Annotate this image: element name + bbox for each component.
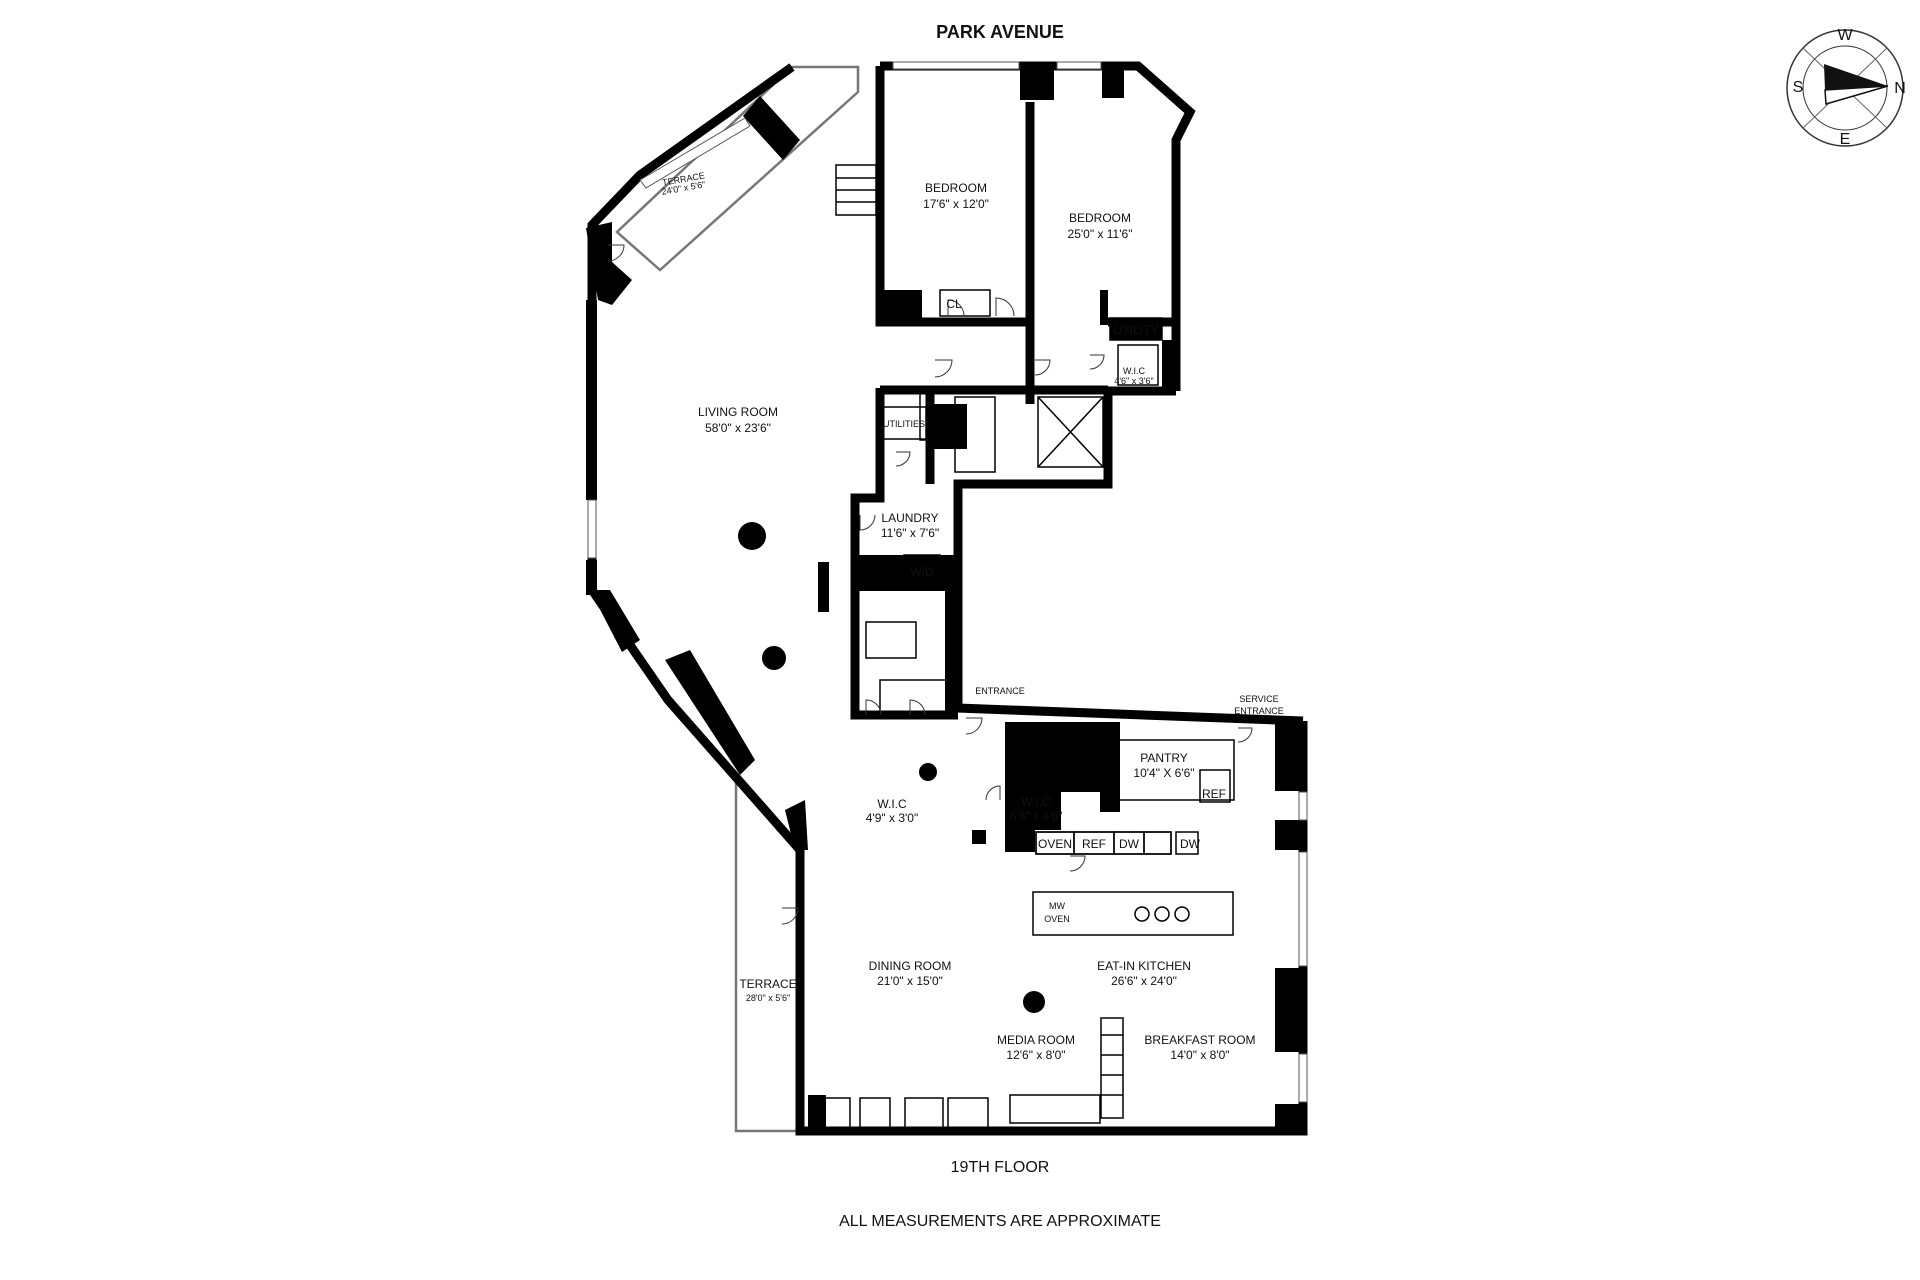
compass-rose: N S W E bbox=[1786, 27, 1906, 148]
microwave-label: MW bbox=[1049, 901, 1065, 911]
room-size: 11'6" x 7'6" bbox=[881, 526, 939, 540]
room-size: 14'0" x 8'0" bbox=[1170, 1048, 1229, 1062]
room-label-breakfast-room: BREAKFAST ROOM 14'0" x 8'0" bbox=[1144, 1033, 1255, 1062]
room-name: BEDROOM bbox=[925, 181, 987, 195]
terrace-top-outline bbox=[615, 65, 860, 272]
room-name: TERRACE bbox=[739, 977, 796, 991]
compass-east: E bbox=[1840, 131, 1851, 148]
room-size: 58'0" x 23'6" bbox=[705, 421, 771, 435]
room-size: 6'6" x 4'6" bbox=[1010, 809, 1062, 823]
closet-label: CL bbox=[946, 297, 962, 311]
room-name: MEDIA ROOM bbox=[997, 1033, 1075, 1047]
room-size: 12'6" x 8'0" bbox=[1006, 1048, 1065, 1062]
room-size: 25'0" x 11'6" bbox=[1068, 227, 1133, 241]
floor-label: 19TH FLOOR bbox=[951, 1159, 1050, 1176]
service-entrance-label-1: SERVICE bbox=[1239, 694, 1278, 704]
room-size: 21'0" x 15'0" bbox=[877, 974, 943, 988]
room-label-laundry: LAUNDRY 11'6" x 7'6" bbox=[881, 511, 939, 540]
room-name: W.I.C bbox=[877, 797, 907, 811]
utilities-label: UTILITIES bbox=[883, 419, 925, 429]
microwave-oven-label: OVEN bbox=[1044, 914, 1070, 924]
room-name: LAUNDRY bbox=[881, 511, 938, 525]
street-label: PARK AVENUE bbox=[936, 22, 1064, 42]
room-label-living-room: LIVING ROOM 58'0" x 23'6" bbox=[698, 405, 778, 435]
compass-south: S bbox=[1793, 79, 1804, 96]
room-name: LIVING ROOM bbox=[698, 405, 778, 419]
room-size: 4'6" x 3'6" bbox=[1114, 376, 1153, 386]
room-label-pantry: PANTRY 10'4" X 6'6" bbox=[1133, 751, 1194, 780]
room-label-wic-center: W.I.C 4'9" x 3'0" bbox=[866, 797, 918, 825]
room-label-dining-room: DINING ROOM 21'0" x 15'0" bbox=[869, 959, 952, 988]
room-size: 26'6" x 24'0" bbox=[1111, 974, 1177, 988]
room-name: BEDROOM bbox=[1069, 211, 1131, 225]
compass-north: N bbox=[1894, 80, 1906, 97]
service-entrance-label-2: ENTRANCE bbox=[1234, 706, 1284, 716]
room-size: 10'4" X 6'6" bbox=[1133, 766, 1194, 780]
room-size: 28'0" x 5'6" bbox=[746, 993, 790, 1003]
windows bbox=[587, 61, 1308, 1103]
room-label-bedroom-1: BEDROOM 17'6" x 12'0" bbox=[923, 181, 989, 211]
kitchen-ref-label: REF bbox=[1082, 837, 1106, 851]
room-label-terrace-side: TERRACE 28'0" x 5'6" bbox=[739, 977, 796, 1003]
pantry-ref-label: REF bbox=[1202, 787, 1226, 801]
columns bbox=[738, 522, 1045, 1013]
compass-needle-icon bbox=[1824, 64, 1888, 90]
disclaimer: ALL MEASUREMENTS ARE APPROXIMATE bbox=[839, 1213, 1161, 1230]
wall-masses bbox=[586, 62, 1307, 1135]
room-name: DINING ROOM bbox=[869, 959, 952, 973]
room-label-wic-entry: W.I.C 6'6" x 4'6" bbox=[1010, 795, 1062, 823]
room-label-wic-bedroom: W.I.C 4'6" x 3'6" bbox=[1114, 366, 1153, 386]
room-name: PANTRY bbox=[1140, 751, 1188, 765]
room-size: 17'6" x 12'0" bbox=[923, 197, 989, 211]
room-name: BREAKFAST ROOM bbox=[1144, 1033, 1255, 1047]
compass-west: W bbox=[1837, 27, 1853, 44]
dishwasher-label-2: DW bbox=[1180, 837, 1201, 851]
washer-dryer-label: W/D bbox=[910, 565, 934, 579]
room-size: 4'9" x 3'0" bbox=[866, 811, 918, 825]
room-label-media-room: MEDIA ROOM 12'6" x 8'0" bbox=[997, 1033, 1075, 1062]
utility-label: UTILITY bbox=[1114, 323, 1159, 337]
room-name: W.I.C bbox=[1123, 366, 1145, 376]
oven-label: OVEN bbox=[1038, 837, 1072, 851]
dishwasher-label-1: DW bbox=[1119, 837, 1140, 851]
room-name: EAT-IN KITCHEN bbox=[1097, 959, 1191, 973]
room-label-bedroom-2: BEDROOM 25'0" x 11'6" bbox=[1068, 211, 1133, 241]
room-name: W.I.C bbox=[1021, 795, 1051, 809]
door-swings bbox=[607, 244, 1253, 925]
room-label-eat-in-kitchen: EAT-IN KITCHEN 26'6" x 24'0" bbox=[1097, 959, 1191, 988]
interior-details bbox=[819, 164, 1235, 1129]
entrance-label: ENTRANCE bbox=[975, 686, 1025, 696]
